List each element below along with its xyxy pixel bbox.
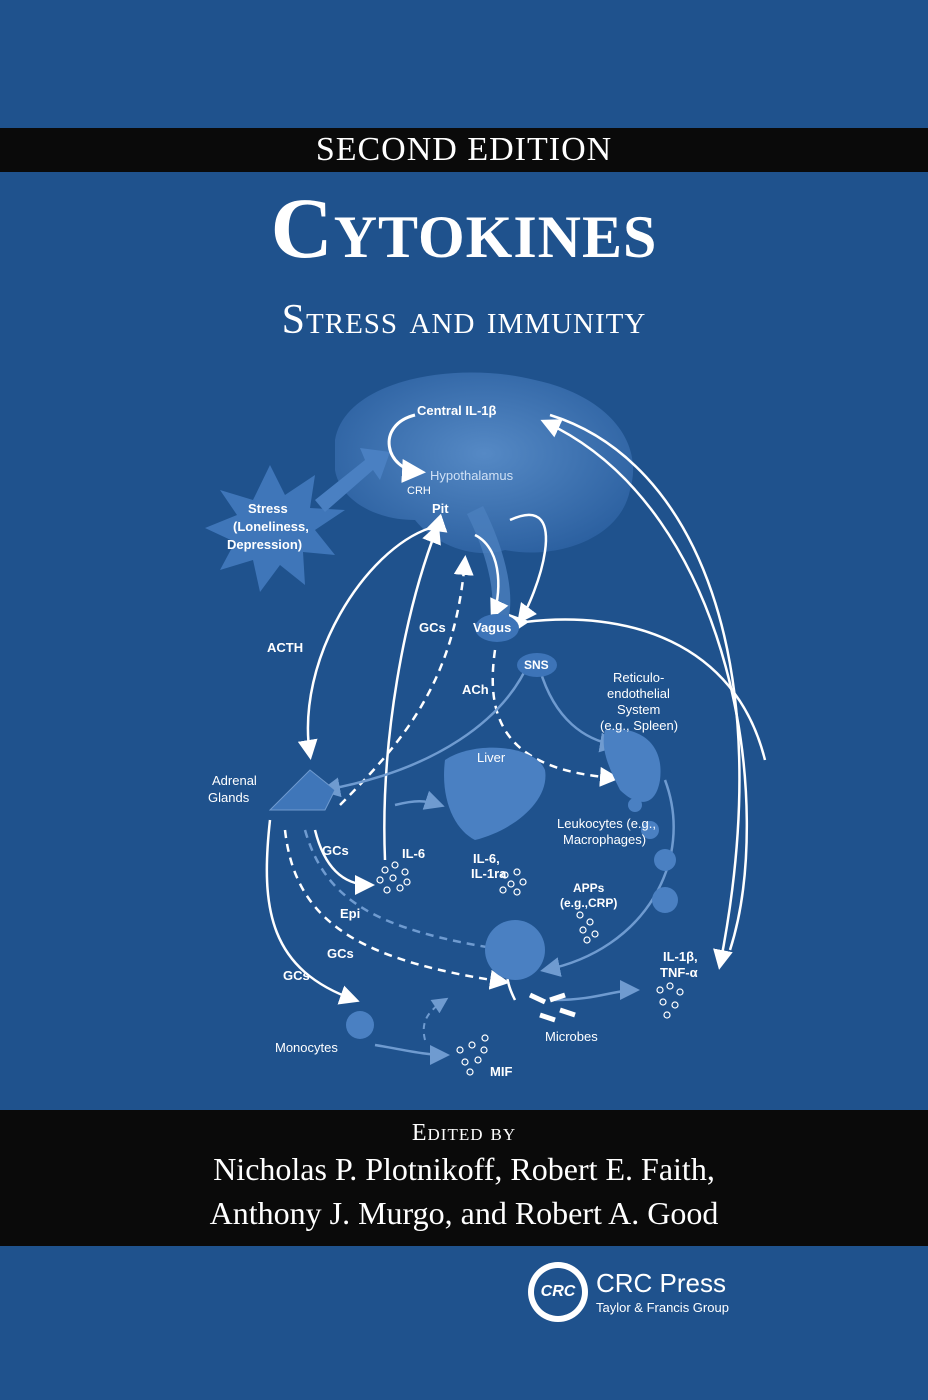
publisher-name: CRC Press [596, 1268, 727, 1298]
label-epi: Epi [340, 906, 360, 921]
stress-burst [205, 465, 345, 592]
publisher-group: Taylor & Francis Group [596, 1300, 729, 1315]
label-apps-2: (e.g.,CRP) [560, 896, 617, 910]
crc-logo-text: CRC [534, 1268, 582, 1316]
label-mif: MIF [490, 1064, 512, 1079]
editors-line-1: Nicholas P. Plotnikoff, Robert E. Faith, [213, 1151, 715, 1187]
edition-label: SECOND EDITION [315, 131, 613, 168]
label-central-il1b: Central IL-1β [417, 403, 497, 418]
macrophage-cell [485, 920, 545, 980]
edition-band: SECOND EDITION [0, 128, 928, 172]
vagus-node [475, 614, 519, 642]
book-subtitle: Stress and immunity [281, 297, 647, 343]
label-stress: Stress [248, 501, 288, 516]
label-microbes: Microbes [545, 1029, 598, 1044]
label-leukocytes-2: Macrophages) [563, 832, 646, 847]
label-il6-liver-1: IL-6, [473, 851, 500, 866]
book-title: Cytokines [270, 180, 658, 276]
label-gcs-left: GCs [322, 843, 349, 858]
publisher-block: CRC CRC Press Taylor & Francis Group [528, 1262, 768, 1332]
label-loneliness: (Loneliness, [233, 519, 309, 534]
label-ach: ACh [462, 682, 489, 697]
liver-shape [444, 747, 546, 840]
label-il6-left: IL-6 [402, 846, 425, 861]
editors-line-2: Anthony J. Murgo, and Robert A. Good [209, 1195, 719, 1231]
label-adrenal-2: Glands [208, 790, 250, 805]
monocyte-cell [346, 1011, 374, 1039]
label-il1b-tnf-1: IL-1β, [663, 949, 698, 964]
label-reticulo-2: endothelial [607, 686, 670, 701]
label-sns: SNS [524, 658, 549, 672]
neuroimmune-diagram: Central IL-1β Hypothalamus CRH Pit Stres… [205, 372, 767, 1079]
adrenal-glands-shape [268, 769, 336, 811]
label-gcs-top: GCs [419, 620, 446, 635]
label-reticulo-1: Reticulo- [613, 670, 664, 685]
label-il1b-tnf-2: TNF-α [660, 965, 698, 980]
credits-band: Edited by Nicholas P. Plotnikoff, Robert… [0, 1110, 928, 1246]
label-reticulo-4: (e.g., Spleen) [600, 718, 678, 733]
label-crh: CRH [407, 485, 431, 497]
label-monocytes: Monocytes [275, 1040, 338, 1055]
label-adrenal-1: Adrenal [212, 773, 257, 788]
label-gcs-mid: GCs [327, 946, 354, 961]
label-liver: Liver [477, 750, 506, 765]
label-reticulo-3: System [617, 702, 660, 717]
label-hypothalamus: Hypothalamus [430, 468, 514, 483]
sns-node [517, 653, 557, 677]
label-vagus: Vagus [473, 620, 511, 635]
edited-by-label: Edited by [411, 1120, 517, 1146]
label-apps-1: APPs [573, 881, 605, 895]
label-gcs-low: GCs [283, 968, 310, 983]
label-acth: ACTH [267, 640, 303, 655]
label-depression: Depression) [227, 537, 302, 552]
spleen-shape [603, 729, 661, 802]
cover-illustration: Central IL-1β Hypothalamus CRH Pit Stres… [175, 360, 775, 1100]
label-il6-liver-2: IL-1ra [471, 866, 507, 881]
label-leukocytes-1: Leukocytes (e.g., [557, 816, 656, 831]
crc-logo-icon: CRC [528, 1262, 588, 1322]
label-pit: Pit [432, 501, 449, 516]
